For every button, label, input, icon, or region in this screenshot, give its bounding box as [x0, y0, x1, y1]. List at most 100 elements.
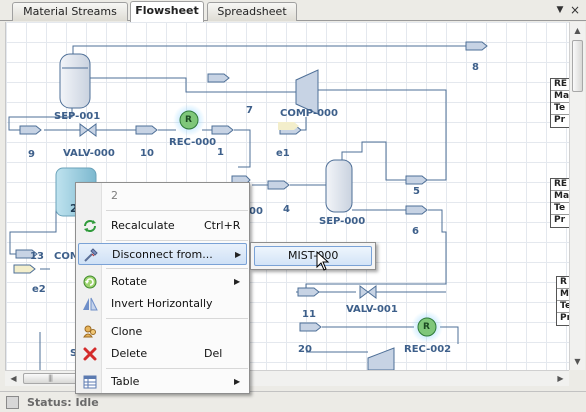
- property-table-1-head: RE: [551, 79, 569, 91]
- connector-lines: [8, 45, 468, 370]
- flowsheet-diagram: [8, 41, 488, 370]
- stream-label-13[interactable]: 13: [30, 251, 44, 262]
- property-table-2-row-2: Te: [551, 203, 569, 215]
- menu-item-rotate[interactable]: Rotate ▶: [78, 271, 247, 293]
- menu-item-rotate-label: Rotate: [111, 275, 148, 288]
- context-menu-header-label: 2: [111, 189, 118, 202]
- menu-separator: [106, 268, 248, 269]
- property-table-3-head: R: [557, 277, 569, 289]
- unit-label-valv-001[interactable]: VALV-001: [346, 304, 398, 315]
- separator-sep-001: [59, 53, 91, 109]
- stream-label-9[interactable]: 9: [28, 149, 35, 160]
- menu-item-delete-label: Delete: [111, 347, 148, 360]
- property-table-1-row-1: Ma: [551, 91, 569, 103]
- clone-icon: [83, 325, 96, 338]
- menu-separator: [106, 318, 248, 319]
- status-bar: Status: Idle: [0, 391, 586, 412]
- unit-label-sep-000[interactable]: SEP-000: [319, 216, 366, 227]
- delete-icon: [83, 347, 97, 361]
- tab-spreadsheet[interactable]: Spreadsheet: [207, 2, 297, 21]
- tab-flowsheet[interactable]: Flowsheet: [130, 1, 204, 22]
- stream-label-5[interactable]: 5: [413, 186, 420, 197]
- scroll-down-icon[interactable]: ▼: [574, 357, 581, 366]
- property-table-1[interactable]: RE Ma Te Pr: [550, 78, 569, 128]
- recycle-rec-002-glyph: R: [423, 322, 430, 332]
- unit-label-com[interactable]: COM: [54, 251, 80, 262]
- unit-label-sep-001[interactable]: SEP-001: [54, 111, 101, 122]
- unit-label-valv-000[interactable]: VALV-000: [63, 148, 115, 159]
- menu-item-recalculate-label: Recalculate: [111, 219, 175, 232]
- invert-horizontally-icon: [83, 297, 98, 311]
- menu-separator: [106, 210, 248, 211]
- property-table-2[interactable]: RE Ma Te Pr: [550, 178, 569, 228]
- stream-label-1[interactable]: 1: [217, 147, 224, 158]
- triangle-down-icon[interactable]: ▼: [556, 5, 564, 15]
- stream-label-4[interactable]: 4: [283, 204, 290, 215]
- tab-strip: Material Streams Flowsheet Spreadsheet ▼…: [0, 0, 586, 22]
- menu-item-delete[interactable]: Delete Del: [78, 343, 247, 365]
- stream-label-10[interactable]: 10: [140, 148, 154, 159]
- recycle-rec-000-glyph: R: [185, 115, 192, 125]
- menu-item-recalculate-shortcut: Ctrl+R: [204, 219, 241, 232]
- property-table-2-head: RE: [551, 179, 569, 191]
- property-table-1-row-2: Te: [551, 103, 569, 115]
- property-table-3[interactable]: R Ma Te Pr: [556, 276, 569, 326]
- recycle-rec-000: [173, 104, 205, 136]
- submenu-arrow-icon: ▶: [234, 277, 241, 286]
- submenu-arrow-icon: ▶: [234, 377, 241, 386]
- flowsheet-canvas[interactable]: R R 8 7 9 10 1 e1 2 00 4 5 6 13 e2 11 20…: [5, 22, 569, 370]
- compressor-bottom: [367, 347, 395, 370]
- context-menu-header: 2: [78, 185, 247, 207]
- scroll-left-icon[interactable]: ◀: [10, 374, 17, 383]
- menu-item-recalculate[interactable]: Recalculate Ctrl+R: [78, 215, 247, 237]
- stream-label-20[interactable]: 20: [298, 344, 312, 355]
- unit-label-rec-002[interactable]: REC-002: [404, 344, 452, 355]
- vertical-scroll-thumb[interactable]: [572, 40, 583, 92]
- property-table-2-row-1: Ma: [551, 191, 569, 203]
- stream-label-6[interactable]: 6: [412, 226, 419, 237]
- tab-material-streams[interactable]: Material Streams: [12, 2, 128, 21]
- property-table-2-row-3: Pr: [554, 215, 566, 225]
- disconnect-icon: [84, 248, 98, 262]
- menu-separator: [106, 368, 248, 369]
- stream-label-8[interactable]: 8: [472, 62, 479, 73]
- menu-item-clone-label: Clone: [111, 325, 143, 338]
- context-menu: 2 Recalculate Ctrl+R Disconnect from... …: [75, 182, 250, 394]
- unit-label-rec-000[interactable]: REC-000: [169, 137, 217, 148]
- menu-item-invert-horizontally-label: Invert Horizontally: [111, 297, 213, 310]
- vertical-scrollbar[interactable]: ▲ ▼: [569, 22, 585, 370]
- rotate-icon: [83, 275, 97, 289]
- property-table-3-row-2: Te: [557, 301, 569, 313]
- valve-valv-001: [359, 285, 377, 299]
- stream-label-11[interactable]: 11: [302, 309, 316, 320]
- menu-item-clone[interactable]: Clone: [78, 321, 247, 343]
- submenu-arrow-icon: ▶: [235, 250, 242, 259]
- unit-label-comp-000[interactable]: COMP-000: [280, 108, 338, 119]
- compressor-comp-000: [295, 69, 319, 115]
- stream-label-e2[interactable]: e2: [32, 284, 46, 295]
- menu-separator: [106, 240, 248, 241]
- property-table-3-row-1: Ma: [557, 289, 569, 301]
- disconnect-submenu: MIST-000: [250, 242, 376, 270]
- property-table-1-row-3: Pr: [554, 115, 566, 125]
- stream-label-7[interactable]: 7: [246, 105, 253, 116]
- submenu-item-mist-000[interactable]: MIST-000: [254, 246, 372, 266]
- menu-item-table[interactable]: Table ▶: [78, 371, 247, 393]
- stream-label-e1[interactable]: e1: [276, 148, 290, 159]
- unit-icon-label: 2: [70, 202, 78, 215]
- close-icon[interactable]: ×: [569, 3, 581, 17]
- separator-sep-000: [325, 159, 353, 213]
- menu-item-disconnect-from-label: Disconnect from...: [112, 248, 213, 261]
- scroll-right-icon[interactable]: ▶: [557, 374, 564, 383]
- menu-item-invert-horizontally[interactable]: Invert Horizontally: [78, 293, 247, 315]
- table-icon: [83, 375, 97, 389]
- status-icon: [6, 396, 19, 409]
- stream-label-00[interactable]: 00: [249, 206, 263, 217]
- menu-item-table-label: Table: [111, 375, 140, 388]
- property-table-3-row-3: Pr: [560, 313, 569, 323]
- stream-label-s[interactable]: S: [70, 348, 78, 359]
- status-text: Status: Idle: [27, 396, 99, 409]
- menu-item-disconnect-from[interactable]: Disconnect from... ▶: [78, 243, 247, 265]
- scroll-up-icon[interactable]: ▲: [574, 26, 581, 35]
- recycle-rec-002: [411, 311, 443, 343]
